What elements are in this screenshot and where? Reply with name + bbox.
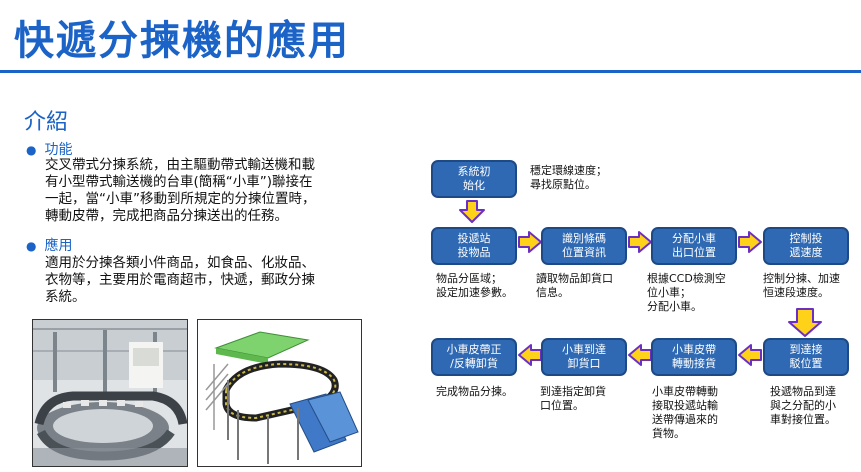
note-line: 位小車； — [647, 286, 691, 299]
text-line: 轉動皮帶，完成把商品分揀送出的任務。 — [45, 208, 288, 224]
flow-note-init: 穩定環線速度； 尋找原點位。 — [530, 164, 607, 192]
bullet-heading-function: ● 功能 — [26, 139, 72, 159]
text-line: 交叉帶式分揀系統，由主驅動帶式輸送機和載 — [45, 157, 315, 173]
note-line: 接取投遞站輸 — [652, 399, 718, 412]
note-line: 車對接位置。 — [770, 413, 836, 426]
step-label-line: 投物品 — [457, 246, 491, 259]
arrow-right-icon — [738, 231, 762, 253]
arrow-left-icon — [738, 344, 762, 366]
flow-step-docking: 到達接駁位置 — [763, 338, 849, 376]
text-line: 適用於分揀各類小件商品，如食品、化妝品、 — [45, 255, 315, 271]
arrow-down-icon — [788, 308, 822, 337]
arrow-left-icon — [628, 344, 652, 366]
flow-note: 完成物品分揀。 — [436, 385, 513, 399]
step-label-line: /反轉卸貨 — [450, 357, 498, 370]
note-line: 設定加速參數。 — [436, 286, 513, 299]
sorter-3d-model-image — [197, 319, 362, 467]
note-line: 物品分區域； — [436, 272, 502, 285]
note-line: 口位置。 — [540, 399, 584, 412]
step-label-line: 遞速度 — [789, 246, 823, 259]
note-line: 尋找原點位。 — [530, 178, 596, 191]
flow-step-assign-cart: 分配小車出口位置 — [651, 227, 737, 265]
flow-step-unload: 小車皮帶正/反轉卸貨 — [431, 338, 517, 376]
step-label-line: 始化 — [463, 179, 485, 192]
note-line: 穩定環線速度； — [530, 164, 607, 177]
flow-step-receive: 小車皮帶轉動接貨 — [651, 338, 737, 376]
step-label-line: 控制投 — [789, 232, 823, 245]
bullet-paragraph-function: 交叉帶式分揀系統，由主驅動帶式輸送機和載 有小型帶式輸送機的台車(簡稱“小車”)… — [45, 157, 385, 225]
flow-step-speed-control: 控制投遞速度 — [763, 227, 849, 265]
step-label-line: 投遞站 — [457, 232, 491, 245]
bullet-heading-text: 應用 — [44, 238, 73, 254]
arrow-down-icon — [459, 200, 485, 223]
flow-note: 讀取物品卸貨口 信息。 — [536, 272, 613, 300]
step-label-line: 識別條碼 — [562, 232, 606, 245]
text-line: 衣物等，主要用於電商超市，快遞，郵政分揀 — [45, 272, 315, 288]
flow-step-dropoff: 投遞站投物品 — [431, 227, 517, 265]
flow-note: 控制分揀、加速 恒速段速度。 — [763, 272, 840, 300]
sorter-factory-photo — [32, 319, 188, 467]
text-line: 系統。 — [45, 289, 86, 305]
bullet-dot-icon: ● — [26, 143, 37, 157]
note-line: 小車皮帶轉動 — [652, 385, 718, 398]
text-line: 有小型帶式輸送機的台車(簡稱“小車”)聯接在 — [45, 174, 313, 190]
flow-note: 根據CCD檢測空 位小車； 分配小車。 — [647, 272, 726, 314]
note-line: 到達指定卸貨 — [540, 385, 606, 398]
flow-note: 到達指定卸貨 口位置。 — [540, 385, 606, 413]
step-label-line: 小車皮帶正 — [446, 343, 502, 356]
page-title: 快遞分揀機的應用 — [14, 18, 350, 64]
arrow-right-icon — [518, 231, 542, 253]
step-label-line: 小車到達 — [562, 343, 606, 356]
step-label-line: 系統初 — [457, 165, 491, 178]
step-label-line: 卸貨口 — [567, 357, 601, 370]
step-label-line: 位置資訊 — [562, 246, 606, 259]
flow-note: 投遞物品到達 與之分配的小 車對接位置。 — [770, 385, 836, 427]
bullet-heading-text: 功能 — [44, 142, 73, 158]
note-line: 讀取物品卸貨口 — [536, 272, 613, 285]
step-label-line: 出口位置 — [672, 246, 716, 259]
note-line: 投遞物品到達 — [770, 385, 836, 398]
note-line: 信息。 — [536, 286, 569, 299]
note-line: 根據CCD檢測空 — [647, 272, 726, 285]
bullet-paragraph-application: 適用於分揀各類小件商品，如食品、化妝品、 衣物等，主要用於電商超市，快遞，郵政分… — [45, 255, 385, 306]
bullet-dot-icon: ● — [26, 239, 37, 253]
bullet-heading-application: ● 應用 — [26, 235, 72, 255]
note-line: 貨物。 — [652, 427, 685, 440]
note-line: 恒速段速度。 — [763, 286, 829, 299]
flow-note: 物品分區域； 設定加速參數。 — [436, 272, 513, 300]
note-line: 與之分配的小 — [770, 399, 836, 412]
flow-note: 小車皮帶轉動 接取投遞站輸 送帶傳過來的 貨物。 — [652, 385, 718, 441]
flow-step-init: 系統初始化 — [431, 160, 517, 198]
text-line: 一起，當“小車”移動到所規定的分揀位置時， — [45, 191, 316, 207]
step-label-line: 小車皮帶 — [672, 343, 716, 356]
section-heading: 介紹 — [24, 110, 69, 135]
step-label-line: 分配小車 — [672, 232, 716, 245]
arrow-right-icon — [628, 231, 652, 253]
flow-step-barcode: 識別條碼位置資訊 — [541, 227, 627, 265]
title-underline — [0, 70, 861, 73]
step-label-line: 到達接 — [789, 343, 823, 356]
note-line: 分配小車。 — [647, 300, 702, 313]
step-label-line: 駁位置 — [789, 357, 823, 370]
step-label-line: 轉動接貨 — [672, 357, 716, 370]
flow-step-reach-exit: 小車到達卸貨口 — [541, 338, 627, 376]
note-line: 完成物品分揀。 — [436, 385, 513, 398]
note-line: 送帶傳過來的 — [652, 413, 718, 426]
note-line: 控制分揀、加速 — [763, 272, 840, 285]
arrow-left-icon — [518, 344, 542, 366]
